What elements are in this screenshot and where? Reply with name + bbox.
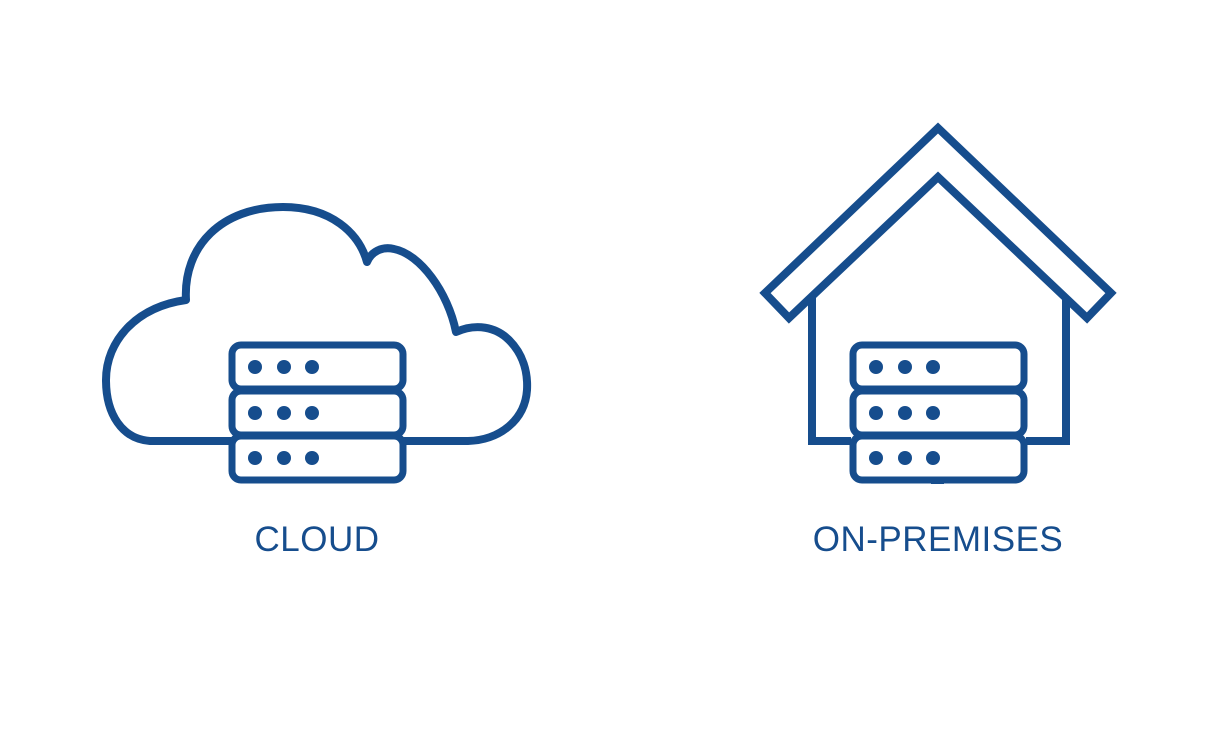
- cloud-servers-icon: [102, 203, 532, 484]
- server-dot: [898, 406, 912, 420]
- server-stack: [228, 341, 407, 484]
- server-dot: [248, 406, 262, 420]
- server-dot: [869, 360, 883, 374]
- server-dot: [926, 360, 940, 374]
- house-left-wall: [808, 296, 851, 445]
- on-premises-label: ON-PREMISES: [812, 520, 1064, 559]
- house-servers-icon: [759, 122, 1117, 484]
- server-dot: [248, 360, 262, 374]
- server-dot: [305, 406, 319, 420]
- server-led-dots: [869, 360, 940, 465]
- server-dot: [277, 451, 291, 465]
- server-dot: [898, 451, 912, 465]
- server-dot: [926, 451, 940, 465]
- server-led-dots: [248, 360, 319, 465]
- house-right-wall: [1026, 297, 1070, 445]
- house-roof: [759, 122, 1117, 324]
- server-dot: [248, 451, 262, 465]
- server-stack: [849, 341, 1028, 484]
- server-dot: [869, 406, 883, 420]
- server-dot: [898, 360, 912, 374]
- server-dot: [869, 451, 883, 465]
- server-dot: [305, 451, 319, 465]
- cloud-outline: [102, 203, 532, 445]
- server-dot: [277, 406, 291, 420]
- cloud-label: CLOUD: [254, 520, 380, 559]
- server-dot: [926, 406, 940, 420]
- server-dot: [277, 360, 291, 374]
- server-dot: [305, 360, 319, 374]
